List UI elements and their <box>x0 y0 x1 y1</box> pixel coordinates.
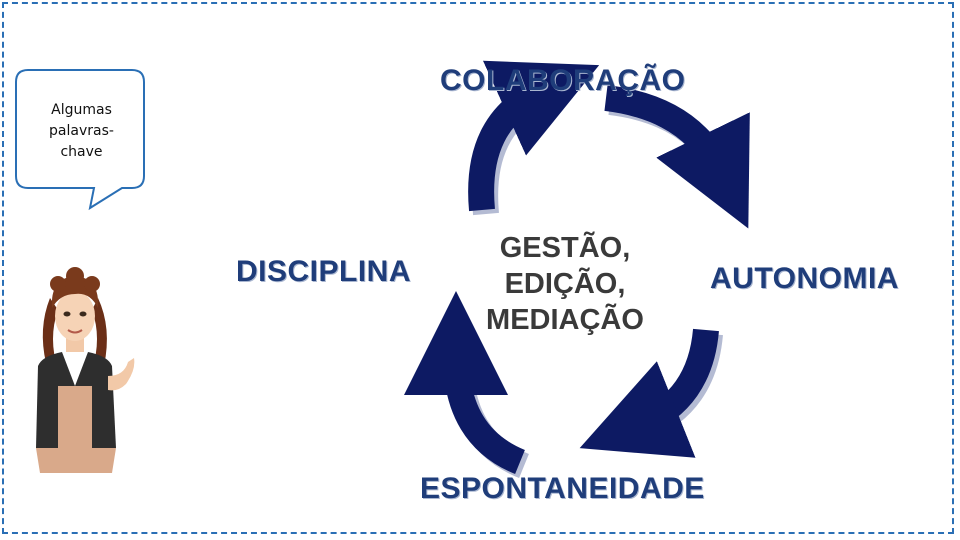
presenter-avatar <box>36 267 135 473</box>
slide-frame <box>2 2 954 534</box>
arrow-espontaneidade-to-disciplina <box>404 291 526 475</box>
center-line: MEDIAÇÃO <box>486 304 644 336</box>
keyword-disciplina: DISCIPLINA <box>236 255 412 288</box>
keyword-colaboracao: COLABORAÇÃO <box>440 64 686 97</box>
keyword-espontaneidade: ESPONTANEIDADE <box>420 472 705 505</box>
cycle-center: GESTÃO, EDIÇÃO, MEDIAÇÃO <box>470 230 660 338</box>
keyword-autonomia: AUTONOMIA <box>710 262 899 295</box>
speech-bubble-text: Algumas palavras- chave <box>34 100 129 163</box>
cycle-arrows <box>404 60 750 479</box>
arrow-colaboracao-to-autonomia <box>604 85 750 229</box>
center-line: GESTÃO, <box>499 232 631 264</box>
bubble-line: palavras- <box>49 123 114 139</box>
bubble-line: chave <box>60 144 103 160</box>
speech-bubble: Algumas palavras- chave <box>14 68 150 214</box>
bubble-line: Algumas <box>51 102 112 118</box>
center-line: EDIÇÃO, <box>504 268 626 300</box>
arrow-disciplina-to-colaboracao <box>468 60 600 212</box>
arrow-autonomia-to-espontaneidade <box>579 328 719 458</box>
speech-bubble-shape <box>15 69 145 211</box>
